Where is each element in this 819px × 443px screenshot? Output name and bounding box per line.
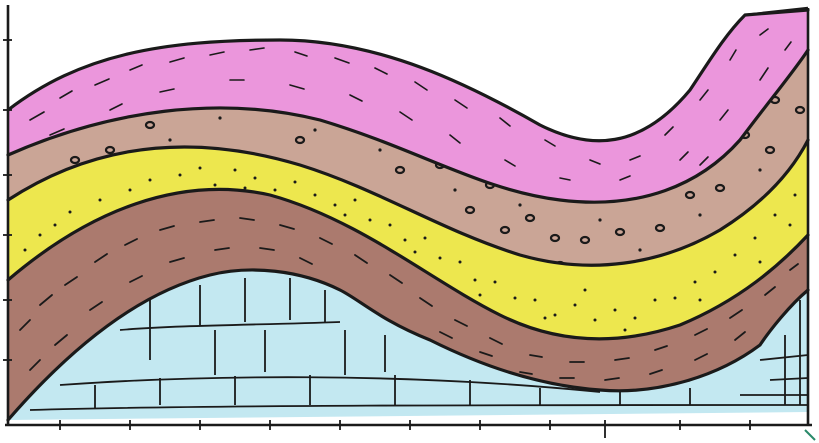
bottom-axis-ticks <box>60 420 750 438</box>
corner-mark <box>805 430 815 440</box>
